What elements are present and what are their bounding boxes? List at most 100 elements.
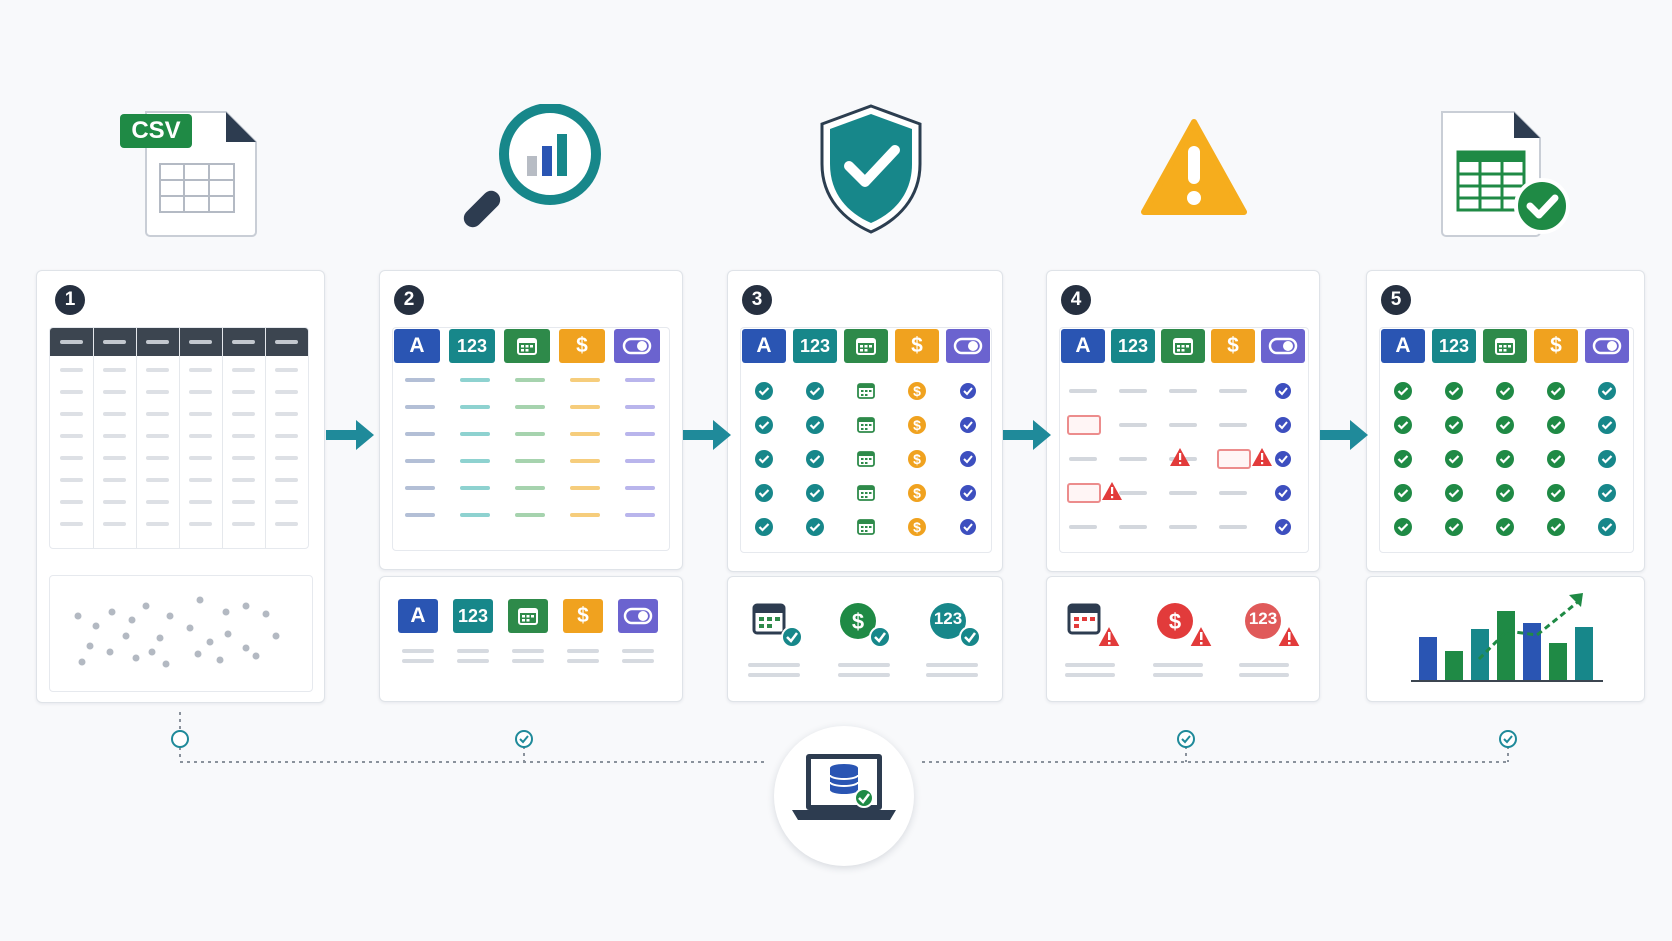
stage-1-card: 1 <box>36 270 325 703</box>
scattered-raw-values <box>49 575 313 692</box>
flagged-cell-check <box>1273 415 1293 435</box>
clean-cell-check <box>1444 415 1464 435</box>
raw-cell <box>60 478 83 482</box>
csv-file-icon <box>120 111 257 237</box>
raw-cell <box>103 434 126 438</box>
typed-columns-table <box>392 327 670 551</box>
svg-text:$: $ <box>913 417 921 433</box>
column-divider <box>136 328 137 548</box>
flagged-columns-table <box>1059 327 1309 553</box>
validated-cell-number <box>805 449 825 469</box>
type-header-currency: $ <box>1211 329 1255 363</box>
flagged-cell <box>1069 525 1097 529</box>
legend-line <box>512 659 544 663</box>
svg-text:$: $ <box>852 609 864 634</box>
typed-cell <box>625 513 655 517</box>
type-header-text: A <box>742 329 786 363</box>
validated-cell-number <box>805 517 825 537</box>
validated-cell-number <box>805 381 825 401</box>
type-header-boolean <box>614 329 660 363</box>
invalid-value-box <box>1067 415 1101 435</box>
clean-columns-table <box>1379 327 1634 553</box>
typed-cell <box>460 459 490 463</box>
typed-cell <box>515 432 545 436</box>
clean-cell-check <box>1546 517 1566 537</box>
calendar-icon <box>1495 338 1515 355</box>
flagged-cell-check <box>1273 483 1293 503</box>
raw-cell <box>232 390 255 394</box>
legend-line <box>457 649 489 653</box>
clean-cell-check <box>1444 449 1464 469</box>
flagged-cell <box>1219 525 1247 529</box>
column-divider <box>93 328 94 548</box>
raw-header-cell <box>189 340 212 344</box>
clean-cell-check <box>1546 449 1566 469</box>
clean-cell-check <box>1393 517 1413 537</box>
validated-cell-text <box>754 449 774 469</box>
toggle-icon <box>1268 337 1298 355</box>
type-header-number: 123 <box>453 599 493 633</box>
clean-cell-check <box>1546 415 1566 435</box>
magnifier-chart-icon <box>463 104 601 228</box>
legend-line <box>622 659 654 663</box>
svg-text:$: $ <box>913 485 921 501</box>
typed-cell <box>625 378 655 382</box>
typed-cell <box>570 486 600 490</box>
clean-cell-check <box>1495 483 1515 503</box>
raw-cell <box>146 522 169 526</box>
clean-cell-check <box>1495 517 1515 537</box>
flagged-cell <box>1169 389 1197 393</box>
flagged-cell-check <box>1273 381 1293 401</box>
raw-cell <box>103 412 126 416</box>
number-check-label: 123 <box>933 609 963 628</box>
step-badge-2: 2 <box>394 285 424 315</box>
legend-line <box>402 649 434 653</box>
raw-cell <box>103 390 126 394</box>
toggle-icon <box>953 337 983 355</box>
validated-cell-currency: $ <box>907 517 927 537</box>
clean-cell-check <box>1546 381 1566 401</box>
stage-4-summary: $ 123 <box>1046 576 1320 702</box>
svg-text:$: $ <box>913 451 921 467</box>
raw-cell <box>60 522 83 526</box>
raw-cell <box>146 500 169 504</box>
typed-cell <box>515 486 545 490</box>
raw-cell <box>232 368 255 372</box>
raw-cell <box>60 434 83 438</box>
flagged-cell <box>1069 389 1097 393</box>
clean-cell-check <box>1393 483 1413 503</box>
validated-cell-currency: $ <box>907 381 927 401</box>
raw-cell <box>60 368 83 372</box>
clean-cell-check <box>1495 449 1515 469</box>
raw-cell <box>189 500 212 504</box>
flagged-cell <box>1119 423 1147 427</box>
growth-bar-chart-icon <box>1411 593 1603 682</box>
clean-cell-check <box>1546 483 1566 503</box>
validated-cell-boolean <box>958 415 978 435</box>
raw-cell <box>103 368 126 372</box>
raw-cell <box>275 412 298 416</box>
svg-text:$: $ <box>913 383 921 399</box>
raw-cell <box>60 456 83 460</box>
type-header-boolean <box>1261 329 1305 363</box>
type-header-date <box>1483 329 1527 363</box>
laptop-database-hub <box>774 726 914 866</box>
type-header-text: A <box>1381 329 1425 363</box>
type-header-number: 123 <box>1111 329 1155 363</box>
raw-cell <box>189 412 212 416</box>
calendar-icon <box>1173 338 1193 355</box>
raw-cell <box>275 434 298 438</box>
raw-cell <box>146 368 169 372</box>
typed-cell <box>405 405 435 409</box>
type-header-date <box>844 329 888 363</box>
type-header-number: 123 <box>449 329 495 363</box>
validated-cell-currency: $ <box>907 483 927 503</box>
validated-cell-date <box>856 483 876 503</box>
type-header-text: A <box>398 599 438 633</box>
type-header-date <box>504 329 550 363</box>
raw-cell <box>232 522 255 526</box>
typed-cell <box>515 378 545 382</box>
typed-cell <box>625 405 655 409</box>
